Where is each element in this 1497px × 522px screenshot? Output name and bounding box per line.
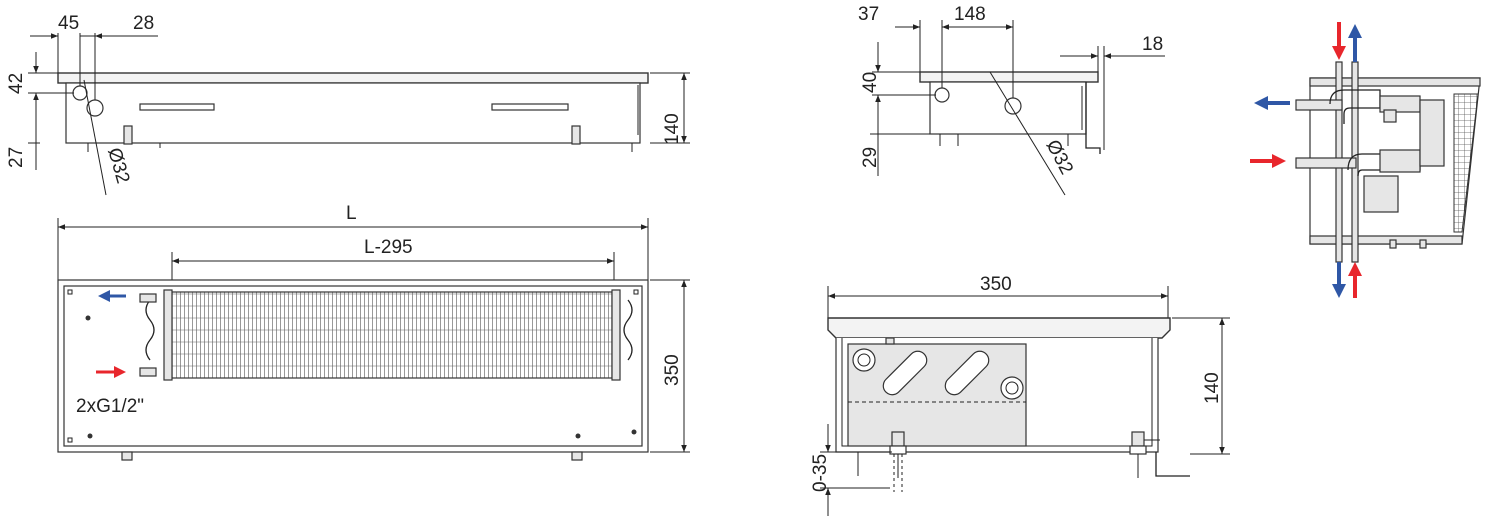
plan-view: L L-295 2xG1/2" 350 [57,203,690,461]
detail-pipe-left-upper [1295,99,1343,111]
side-view-pipe-port-upper [72,85,88,101]
detail-pipe-left-lower [1295,157,1357,169]
end-dim-37-label: 37 [858,4,879,25]
end-view-small: 37 148 18 40 29 Ø32 [858,4,1165,196]
detail-top-frame [1309,77,1481,87]
end-dim-40-label: 40 [860,72,881,93]
side-view-foot-left [123,125,133,145]
section-dim-0-35-label: 0-35 [810,454,831,492]
side-view-long: 45 28 42 27 140 Ø32 [6,13,690,196]
arrow-left-icon [98,290,126,302]
arrow-right-icon [1250,154,1286,168]
dim-27-label: 27 [6,147,27,168]
detail-mesh [1453,93,1479,233]
section-dim-350-label: 350 [980,274,1012,295]
arrow-up-icon [1348,262,1362,298]
dim-140-label: 140 [662,113,683,145]
end-view-port-upper [934,87,950,103]
heat-exchanger-fins [171,291,613,379]
section-foot-right [1131,431,1145,447]
detail-manifold [1419,99,1445,167]
section-view: 350 140 0-35 [810,274,1230,516]
detail-bottom-frame [1309,235,1463,245]
detail-actuator [1363,175,1399,213]
section-heat-exchanger [847,343,1027,447]
section-fin-slot-2 [944,350,990,396]
end-view-top-frame [919,71,1099,83]
exchanger-header-right [611,289,621,381]
plan-foot-left [121,451,133,461]
section-grille [827,317,1171,339]
side-view-foot-right [571,125,581,145]
dim-45-label: 45 [58,13,79,34]
arrow-right-icon [96,366,126,378]
coil-bend-right [623,299,633,361]
coil-bend-left [145,299,155,361]
plan-foot-right [571,451,583,461]
side-view-housing [65,82,641,144]
dim-42-label: 42 [6,73,27,94]
section-pipe-upper [852,348,876,372]
end-dim-148-label: 148 [954,4,986,25]
arrow-down-icon [1332,262,1346,298]
dim-L295-label: L-295 [364,237,413,258]
arrow-down-icon [1332,22,1346,60]
exchanger-header-left [163,289,173,381]
detail-valve-lower [1379,149,1421,173]
dim-d32-label: Ø32 [103,146,133,186]
side-view-top-frame [57,72,649,84]
connection-detail [1250,22,1481,298]
side-view-slot-right [491,103,569,111]
arrow-left-icon [1254,96,1290,110]
pipe-stub-bottom [139,367,157,377]
section-pipe-lower [1000,376,1024,400]
section-dim-140-label: 140 [1202,372,1223,404]
side-view-slot-left [139,103,215,111]
section-foot-left [891,431,905,447]
arrow-up-icon [1348,24,1362,62]
dim-L-label: L [346,203,357,224]
end-dim-d32-label: Ø32 [1042,136,1077,178]
connection-label: 2xG1/2" [76,396,144,417]
dim-28-label: 28 [133,13,154,34]
pipe-stub-top [139,293,157,303]
section-fin-slot-1 [882,350,928,396]
end-dim-18-label: 18 [1142,34,1163,55]
plan-dim-350-label: 350 [662,354,683,386]
end-dim-29-label: 29 [860,147,881,168]
